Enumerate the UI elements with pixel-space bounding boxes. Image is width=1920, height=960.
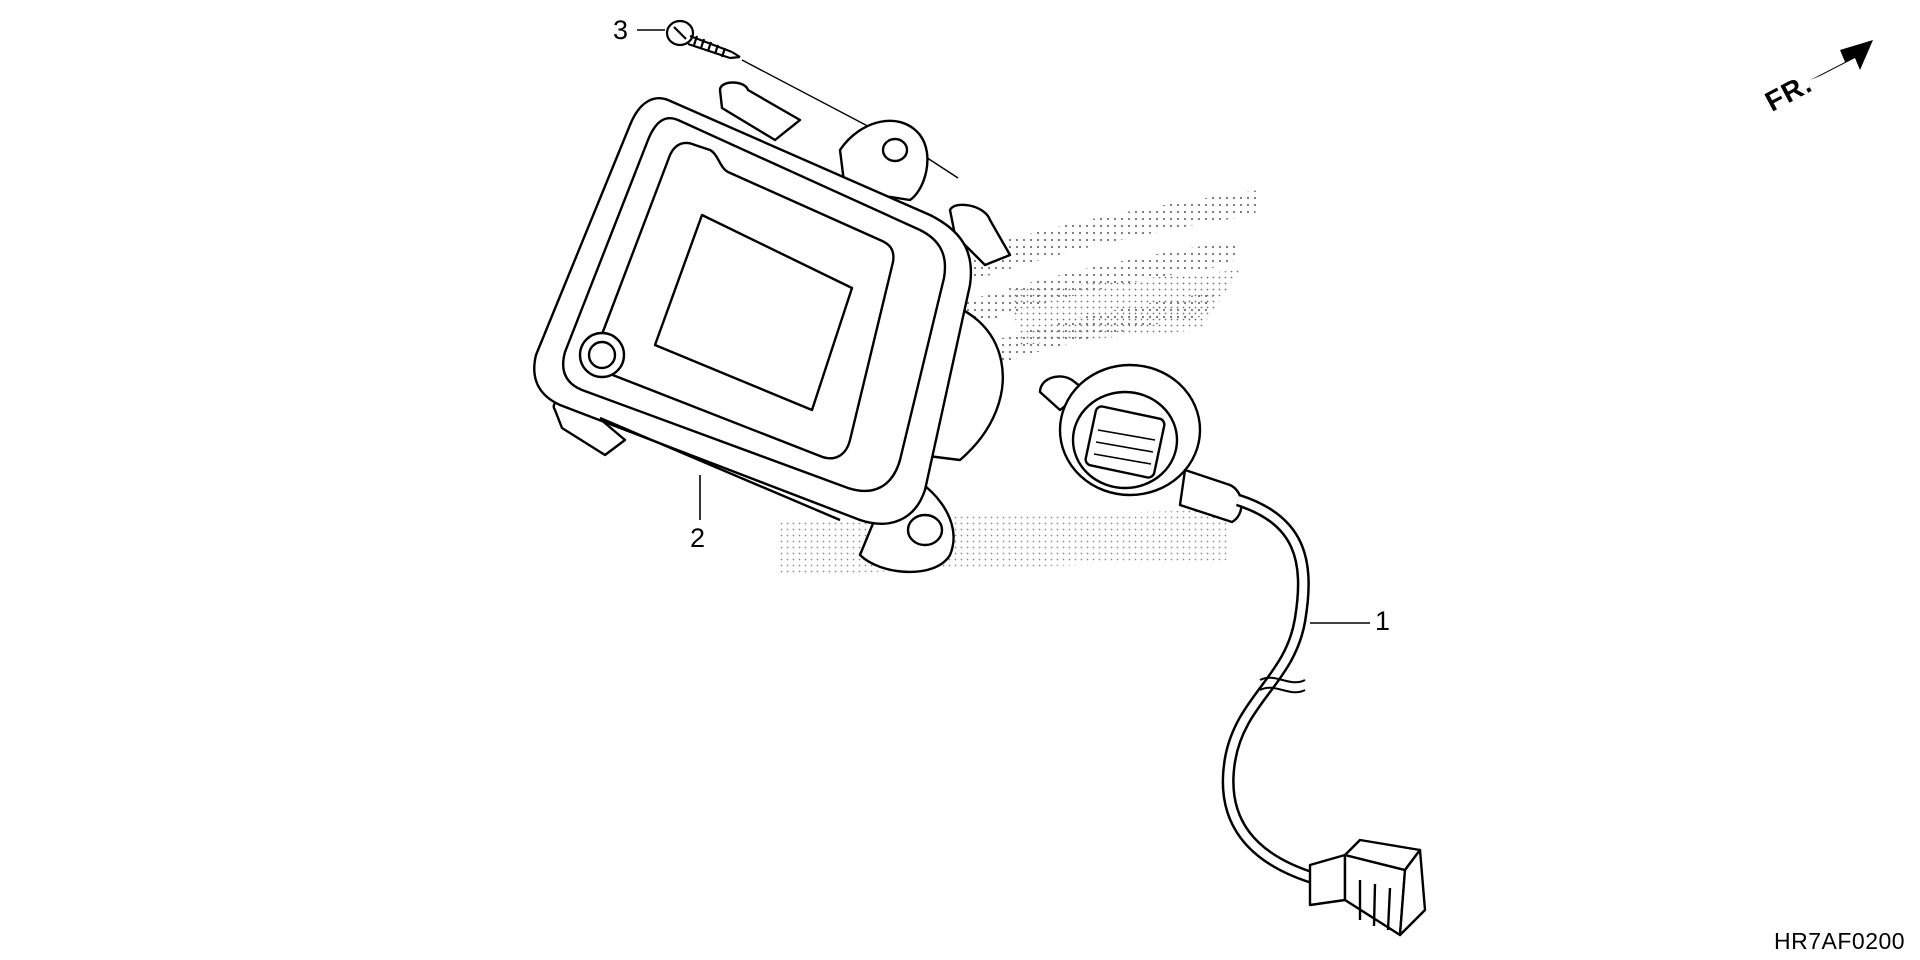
diagram-code: HR7AF0200 xyxy=(1774,928,1906,954)
callout-1: 1 xyxy=(1375,606,1391,636)
meter-harness xyxy=(1038,363,1427,937)
meter-assembly xyxy=(533,81,1012,574)
callout-2: 2 xyxy=(690,523,706,553)
front-direction-arrow-icon xyxy=(1810,40,1873,80)
callout-3: 3 xyxy=(613,15,629,45)
tapping-screw xyxy=(665,19,741,60)
